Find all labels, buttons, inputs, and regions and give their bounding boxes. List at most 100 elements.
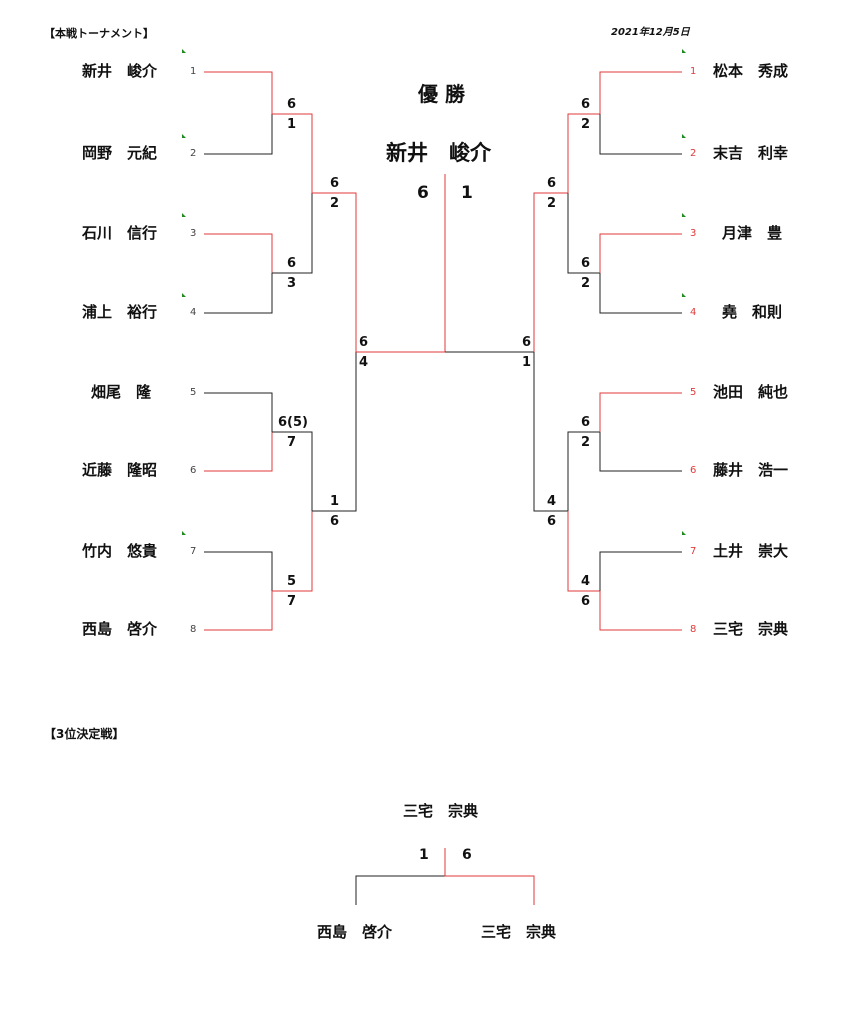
third-place-winner: 三宅 宗典 (403, 802, 479, 820)
match-score: 2 (581, 276, 591, 291)
flag-mark (682, 49, 686, 53)
bracket-line (204, 273, 273, 314)
bracket-line (599, 591, 682, 631)
bracket-line (204, 71, 273, 114)
champion-name: 新井 峻介 (386, 141, 491, 165)
match-score: 6 (581, 97, 591, 112)
player-name-left: 竹内 悠貴 (82, 542, 158, 560)
flag-mark (182, 293, 186, 297)
third-place-score-left: 1 (419, 847, 429, 863)
bracket-line (204, 233, 273, 273)
bracket-line (599, 273, 682, 314)
match-score: 6 (330, 514, 340, 529)
match-score: 6 (581, 256, 591, 271)
match-score: 6 (330, 176, 340, 191)
flag-mark (682, 213, 686, 217)
bracket-line (204, 114, 273, 155)
third-place-score-right: 6 (462, 847, 472, 863)
bracket-line (272, 431, 313, 511)
third-place-title: 【3位決定戦】 (44, 727, 125, 741)
seed-number: 6 (690, 465, 697, 476)
champion-label: 優 勝 (418, 82, 465, 106)
flag-mark (682, 531, 686, 535)
flag-mark (682, 134, 686, 138)
seed-number: 4 (190, 307, 197, 318)
seed-number: 4 (690, 307, 697, 318)
bracket-line (567, 113, 600, 193)
flag-mark (682, 293, 686, 297)
match-score: 6 (581, 415, 591, 430)
bracket-line (204, 591, 273, 631)
player-name-right: 土井 崇大 (713, 542, 789, 560)
bracket-line (599, 432, 682, 472)
seed-number: 8 (690, 624, 697, 635)
bracket-line (312, 352, 357, 512)
flag-mark (182, 531, 186, 535)
player-name-right: 三宅 宗典 (713, 620, 789, 638)
seed-number: 6 (190, 465, 197, 476)
seed-number: 1 (190, 66, 197, 77)
page-title: 【本戦トーナメント】 (44, 27, 154, 40)
match-score: 6 (547, 514, 557, 529)
bracket-line (204, 551, 273, 591)
bracket-line (312, 192, 357, 352)
seed-number: 1 (690, 66, 697, 77)
player-name-left: 新井 峻介 (82, 62, 158, 80)
match-score: 6(5) (278, 415, 308, 430)
match-score: 1 (522, 355, 532, 370)
third-place-left-player: 西島 啓介 (317, 923, 393, 941)
bracket-line (444, 848, 535, 905)
final-score-right: 1 (461, 183, 473, 203)
third-place-right-player: 三宅 宗典 (481, 923, 557, 941)
match-score: 4 (359, 355, 369, 370)
player-name-left: 近藤 隆昭 (82, 461, 158, 479)
player-name-right: 松本 秀成 (713, 62, 789, 80)
bracket-line (272, 511, 313, 592)
player-name-left: 浦上 裕行 (82, 303, 158, 321)
bracket-line (204, 432, 273, 472)
seed-number: 2 (190, 148, 197, 159)
match-score: 2 (330, 196, 340, 211)
match-score: 6 (581, 594, 591, 609)
seed-number: 7 (690, 546, 697, 557)
match-score: 6 (287, 256, 297, 271)
bracket-line (599, 233, 682, 273)
match-score: 1 (330, 494, 340, 509)
bracket-line (567, 431, 600, 511)
seed-number: 2 (690, 148, 697, 159)
seed-number: 5 (690, 387, 697, 398)
bracket-line (599, 392, 682, 432)
bracket-line (272, 113, 313, 193)
bracket-line (599, 551, 682, 591)
match-score: 2 (581, 117, 591, 132)
final-score-left: 6 (417, 183, 429, 203)
seed-number: 8 (190, 624, 197, 635)
player-name-left: 畑尾 隆 (91, 383, 152, 401)
player-name-right: 堯 和則 (722, 303, 783, 321)
match-score: 6 (522, 335, 532, 350)
player-name-right: 月津 豊 (722, 224, 783, 242)
bracket-line (567, 193, 600, 274)
match-score: 7 (287, 594, 297, 609)
player-name-right: 池田 純也 (713, 383, 789, 401)
match-score: 4 (547, 494, 557, 509)
match-score: 2 (581, 435, 591, 450)
bracket-line (356, 174, 446, 353)
match-score: 6 (547, 176, 557, 191)
seed-number: 5 (190, 387, 197, 398)
event-date: 2021年12月5日 (611, 27, 690, 38)
player-name-right: 藤井 浩一 (713, 461, 789, 479)
player-name-left: 石川 信行 (82, 224, 158, 242)
match-score: 1 (287, 117, 297, 132)
bracket-line (272, 193, 313, 274)
match-score: 3 (287, 276, 297, 291)
match-score: 5 (287, 574, 297, 589)
bracket-line (599, 71, 682, 114)
flag-mark (182, 213, 186, 217)
bracket-line (533, 352, 568, 512)
seed-number: 7 (190, 546, 197, 557)
bracket-line (204, 392, 273, 432)
flag-mark (182, 134, 186, 138)
bracket-line (355, 875, 445, 905)
seed-number: 3 (190, 228, 197, 239)
